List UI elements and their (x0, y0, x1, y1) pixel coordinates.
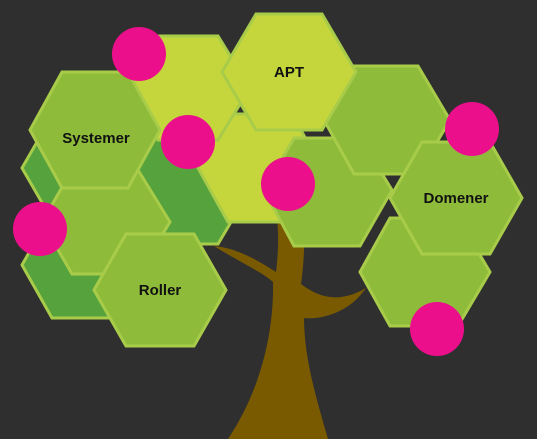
label-domener: Domener (423, 190, 488, 207)
label-roller: Roller (139, 282, 182, 299)
pink-dot-1 (112, 27, 166, 81)
hex-systemer (28, 70, 162, 190)
label-apt: APT (274, 64, 304, 81)
pink-dot-3 (261, 157, 315, 211)
pink-dot-5 (13, 202, 67, 256)
pink-dot-4 (445, 102, 499, 156)
hex-apt (220, 12, 358, 132)
hex-roller (92, 232, 228, 348)
pink-dot-6 (410, 302, 464, 356)
tree-trunk (214, 190, 366, 439)
hex-domener (388, 140, 524, 256)
pink-dot-2 (161, 115, 215, 169)
label-systemer: Systemer (62, 130, 130, 147)
